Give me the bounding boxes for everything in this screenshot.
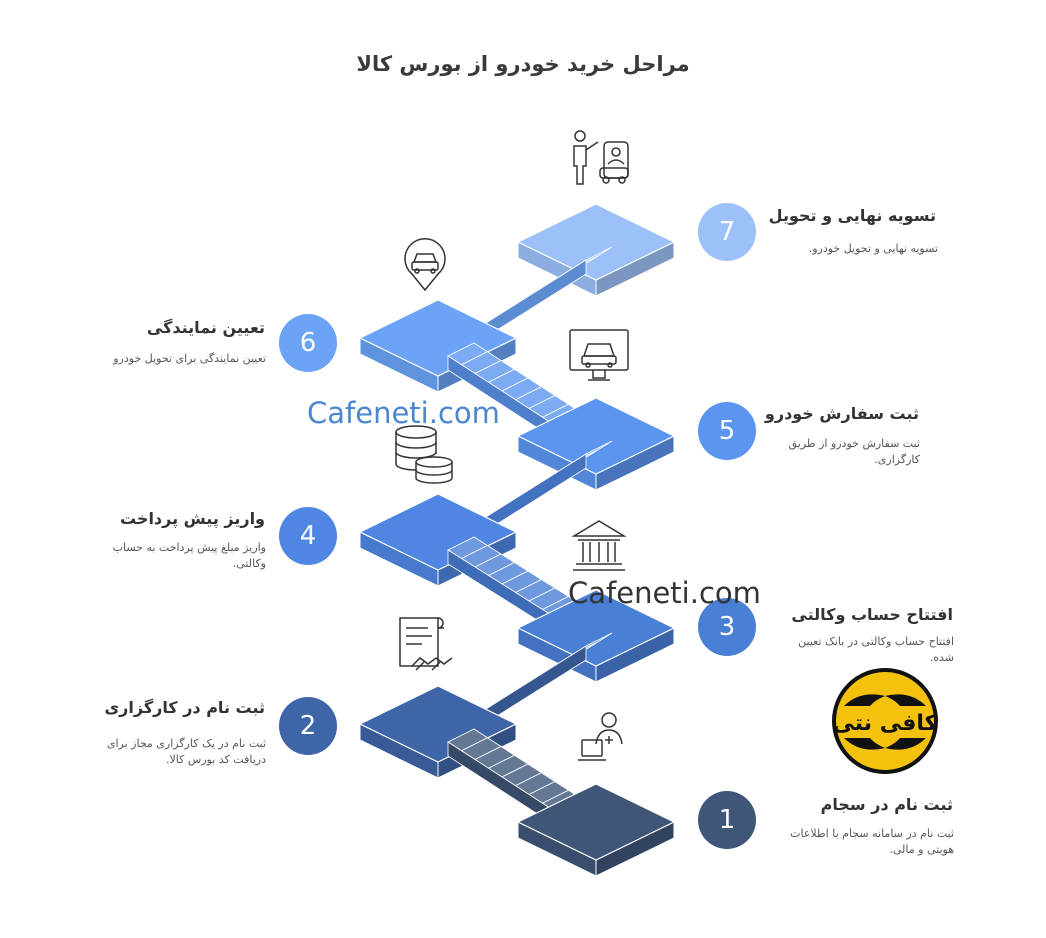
svg-text:کافی نتی: کافی نتی (833, 711, 938, 736)
step-number-badge: 7 (698, 203, 756, 261)
coins-icon (395, 425, 453, 484)
step-title: واریز پیش پرداخت (119, 509, 265, 528)
contract-handshake-icon (399, 617, 453, 671)
step-description: ثبت نام در یک کارگزاری مجاز برای دریافت … (106, 737, 266, 766)
step-number-badge: 5 (698, 402, 756, 460)
step-description: تسویه نهایی و تحویل خودرو. (808, 242, 938, 255)
landing-top (517, 783, 675, 861)
car-monitor-icon (569, 329, 629, 381)
step-title: تسویه نهایی و تحویل (768, 206, 936, 225)
page-title: مراحل خرید خودرو از بورس کالا (356, 52, 690, 76)
step-title: ثبت نام در سجام (820, 795, 953, 814)
landing-top (517, 203, 675, 281)
cafeneti-logo: کافی نتی (832, 668, 938, 774)
watermark-text: Cafeneti.com (307, 396, 500, 430)
step-description: واریز مبلغ پیش پرداخت به حساب وکالتی. (112, 541, 266, 570)
step-description: تعیین نمایندگی برای تحویل خودرو (113, 352, 266, 365)
landing-top (517, 589, 675, 667)
bank-icon (571, 520, 627, 571)
car-location-icon (404, 238, 446, 292)
user-laptop-icon (578, 712, 623, 761)
step-description: افتتاح حساب وکالتی در بانک تعیین شده. (798, 635, 954, 664)
step-number-badge: 2 (279, 697, 337, 755)
step-title: افتتاح حساب وکالتی (791, 605, 953, 624)
step-title: ثبت نام در کارگزاری (104, 698, 266, 717)
step-description: ثبت نام در سامانه سجام با اطلاعات هویتی … (790, 827, 954, 856)
step-number-badge: 3 (698, 598, 756, 656)
step-title: تعیین نمایندگی (146, 318, 265, 337)
step-title: ثبت سفارش خودرو (764, 404, 919, 423)
step-description: ثبت سفارش خودرو از طریق کارگزاری. (788, 437, 920, 466)
step-number-badge: 1 (698, 791, 756, 849)
landing-top (517, 397, 675, 475)
car-delivery-icon (573, 130, 629, 185)
watermark-text: Cafeneti.com (568, 576, 761, 610)
step-number-badge: 4 (279, 507, 337, 565)
step-number-badge: 6 (279, 314, 337, 372)
